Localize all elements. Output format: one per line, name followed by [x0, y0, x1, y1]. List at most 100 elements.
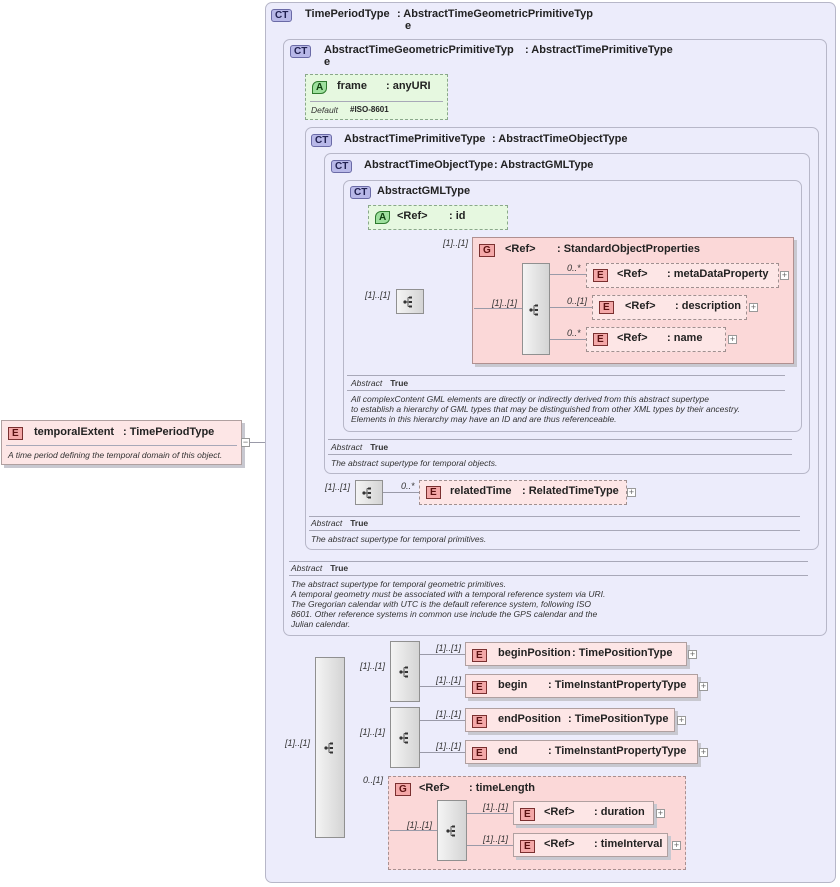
divider	[289, 575, 808, 576]
connector	[550, 307, 592, 308]
metadata-property-element[interactable]: E <Ref> : metaDataProperty	[586, 263, 779, 288]
expand-toggle[interactable]: +	[688, 649, 697, 659]
occurrence: [1]..[1]	[365, 290, 391, 300]
occurrence: [1]..[1]	[436, 741, 462, 751]
group-name: <Ref>	[505, 243, 536, 255]
divider	[328, 454, 792, 455]
description-element[interactable]: E <Ref> : description	[592, 295, 747, 320]
type-name: AbstractTimePrimitiveType	[344, 133, 486, 145]
divider	[310, 101, 443, 102]
attribute-type: : anyURI	[386, 80, 431, 92]
element-type: : duration	[594, 806, 645, 818]
related-time-element[interactable]: E relatedTime : RelatedTimeType	[419, 480, 627, 505]
expand-toggle[interactable]: +	[699, 681, 708, 691]
end-element[interactable]: E end : TimeInstantPropertyType	[465, 740, 698, 764]
element-name: end	[498, 745, 518, 757]
sequence-compositor[interactable]	[437, 800, 467, 861]
element-type: : TimePositionType	[568, 713, 669, 725]
begin-element[interactable]: E begin : TimeInstantPropertyType	[465, 674, 698, 698]
attribute-badge: A	[312, 81, 328, 94]
expand-toggle[interactable]: +	[656, 808, 665, 818]
occurrence: [1]..[1]	[285, 738, 311, 748]
occurrence: [1]..[1]	[483, 802, 509, 812]
type-base: : AbstractGMLType	[494, 159, 594, 171]
connector	[420, 752, 465, 753]
time-primitive-documentation: The abstract supertype for temporal prim…	[311, 534, 487, 544]
divider	[347, 375, 785, 376]
complex-type-icon: CT	[290, 45, 312, 58]
occurrence: [1]..[1]	[436, 675, 462, 685]
type-name: AbstractTimeObjectType	[364, 159, 494, 171]
occurrence: [1]..[1]	[436, 643, 462, 653]
connector	[467, 813, 513, 814]
sequence-compositor[interactable]	[315, 657, 345, 838]
element-badge: E	[472, 715, 487, 728]
element-name: relatedTime	[450, 485, 512, 497]
element-documentation: A time period defining the temporal doma…	[8, 450, 223, 460]
sequence-compositor[interactable]	[396, 289, 424, 314]
frame-attribute[interactable]: A frame : anyURI Default #ISO-8601	[305, 74, 448, 120]
occurrence: 0..*	[401, 481, 415, 491]
divider	[309, 516, 800, 517]
type-name: TimePeriodType	[305, 8, 390, 20]
expand-toggle[interactable]: +	[677, 715, 686, 725]
group-name: <Ref>	[419, 782, 450, 794]
attribute-name: frame	[337, 80, 367, 92]
connector	[242, 442, 276, 443]
occurrence: 0..[1]	[363, 775, 384, 785]
expand-toggle[interactable]: +	[749, 302, 758, 312]
gml-type-documentation: All complexContent GML elements are dire…	[351, 394, 740, 424]
name-element[interactable]: E <Ref> : name	[586, 327, 726, 352]
type-base-wrap: e	[405, 20, 412, 32]
element-badge: E	[426, 486, 441, 499]
element-name: <Ref>	[625, 300, 656, 312]
sequence-icon	[529, 304, 538, 316]
sequence-compositor[interactable]	[355, 480, 383, 505]
temporal-extent-element[interactable]: E temporalExtent : TimePeriodType A time…	[1, 420, 242, 465]
element-type: : name	[667, 332, 703, 344]
type-name: AbstractTimeGeometricPrimitiveTyp	[324, 44, 514, 56]
sequence-icon	[399, 732, 408, 744]
expand-toggle[interactable]: +	[627, 487, 636, 497]
element-badge: E	[520, 808, 535, 821]
element-type: : TimeInstantPropertyType	[548, 745, 687, 757]
expand-toggle[interactable]: +	[699, 747, 708, 757]
connector	[383, 492, 419, 493]
begin-position-element[interactable]: E beginPosition : TimePositionType	[465, 642, 687, 666]
sequence-icon	[403, 296, 412, 308]
time-object-documentation: The abstract supertype for temporal obje…	[331, 458, 498, 468]
element-name: <Ref>	[544, 838, 575, 850]
element-name: <Ref>	[617, 332, 648, 344]
sequence-compositor[interactable]	[522, 263, 550, 355]
element-badge: E	[593, 333, 608, 346]
group-type: : StandardObjectProperties	[557, 243, 701, 255]
expand-toggle[interactable]: +	[672, 840, 681, 850]
expand-toggle[interactable]: +	[728, 334, 737, 344]
connector	[474, 308, 522, 309]
occurrence: [1]..[1]	[325, 482, 351, 492]
time-interval-element[interactable]: E <Ref> : timeInterval	[513, 833, 668, 857]
connector	[467, 845, 513, 846]
occurrence: [1]..[1]	[483, 834, 509, 844]
element-name: endPosition	[498, 713, 561, 725]
occurrence: [1]..[1]	[407, 820, 433, 830]
type-base: : AbstractTimeGeometricPrimitiveTyp	[397, 8, 594, 20]
element-name: <Ref>	[617, 268, 648, 280]
type-base: : AbstractTimeObjectType	[492, 133, 628, 145]
element-type: : metaDataProperty	[667, 268, 769, 280]
element-badge: E	[599, 301, 614, 314]
expand-toggle[interactable]: +	[780, 270, 789, 280]
element-badge: E	[520, 840, 535, 853]
collapse-toggle[interactable]: −	[241, 437, 250, 447]
id-attribute[interactable]: A <Ref> : id	[368, 205, 508, 230]
element-type: : TimePositionType	[572, 647, 673, 659]
connector	[550, 274, 586, 275]
duration-element[interactable]: E <Ref> : duration	[513, 801, 654, 825]
element-name: <Ref>	[544, 806, 575, 818]
divider	[289, 561, 808, 562]
sequence-compositor[interactable]	[390, 707, 420, 768]
end-position-element[interactable]: E endPosition : TimePositionType	[465, 708, 675, 732]
sequence-compositor[interactable]	[390, 641, 420, 702]
